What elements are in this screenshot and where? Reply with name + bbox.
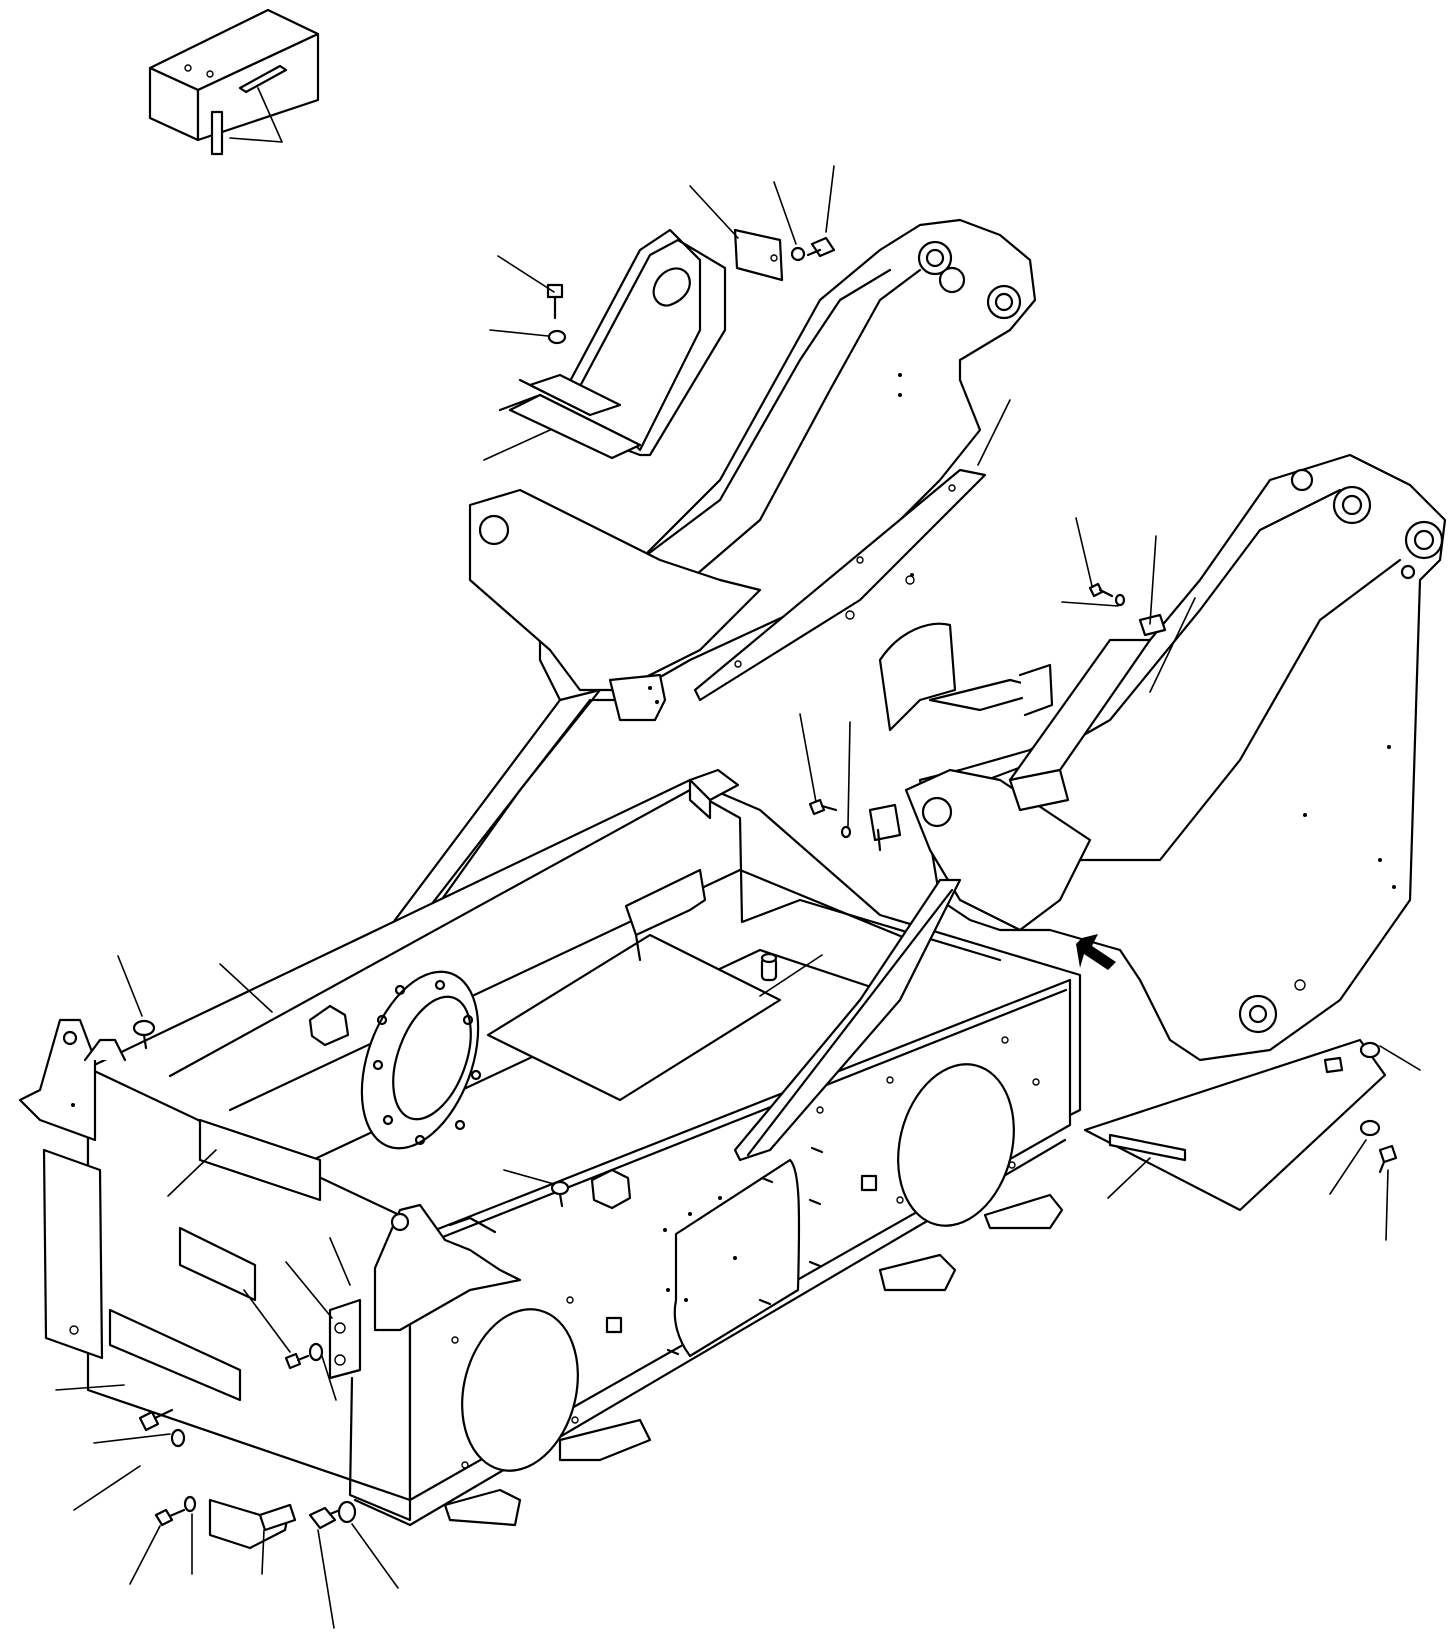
hex-bolt-icon — [284, 1352, 310, 1370]
hex-bolt-icon — [154, 1508, 186, 1527]
right-lower-strut — [733, 878, 962, 1162]
leader-lines — [55, 165, 1421, 1629]
front-left-lugs — [18, 1018, 522, 1402]
hex-bolt-icon — [546, 283, 564, 320]
rear-left-tower — [378, 218, 1037, 952]
hook-bracket — [498, 228, 836, 460]
deck-bracket — [624, 868, 707, 962]
main-frame-body — [86, 778, 1082, 1527]
swing-ring-flange — [360, 970, 482, 1150]
front-deck-bracket — [308, 1004, 632, 1210]
hex-bolt-icon — [308, 1506, 342, 1530]
right-boom-frame — [904, 453, 1447, 1062]
hex-bolt-icon — [808, 798, 838, 816]
fasteners — [132, 582, 1398, 1550]
plug-cap-icon — [550, 1180, 570, 1208]
rear-block — [688, 768, 740, 820]
plug-cap-icon — [132, 1019, 156, 1050]
inner-cross-members — [868, 613, 1167, 852]
hex-bolt-icon — [138, 1408, 174, 1432]
hex-bolt-icon — [1378, 1144, 1398, 1174]
inset-detail-pads — [148, 8, 320, 156]
stud-icon — [666, 1146, 824, 1356]
hex-bolt-icon — [1088, 582, 1114, 598]
hex-bolt-icon — [806, 236, 836, 258]
plug-cap-icon — [1359, 1041, 1381, 1059]
upper-rail-plate — [693, 468, 987, 702]
deck-cover-plate — [486, 933, 782, 1102]
rear-floor-plate — [1083, 1038, 1387, 1212]
direction-arrow-icon — [1076, 934, 1116, 970]
